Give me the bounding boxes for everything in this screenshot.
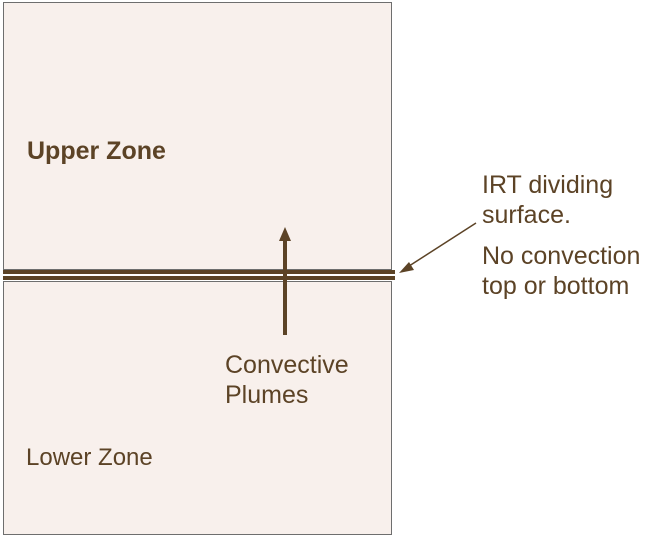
irt-dividing-surface-label: IRT dividing surface. [482,170,613,230]
dividing-surface-line-bottom [3,276,395,280]
plume-arrow-head [279,227,291,241]
irt-pointer-line [405,222,477,269]
irt-label-line-2: surface. [482,201,571,229]
plumes-label-line-2: Plumes [225,381,309,409]
lower-zone-label: Lower Zone [26,444,153,471]
plumes-label-line-1: Convective [225,351,349,379]
no-convection-line-1: No convection [482,242,641,270]
upper-zone-box [3,2,392,270]
no-convection-label: No convection top or bottom [482,241,640,301]
lower-zone-box [3,281,392,535]
irt-pointer-head [399,262,414,273]
convective-plumes-label: Convective Plumes [225,350,349,410]
dividing-surface-line-top [3,270,395,274]
no-convection-line-2: top or bottom [482,272,630,300]
irt-label-line-1: IRT dividing [482,171,614,199]
upper-zone-label: Upper Zone [27,137,166,165]
